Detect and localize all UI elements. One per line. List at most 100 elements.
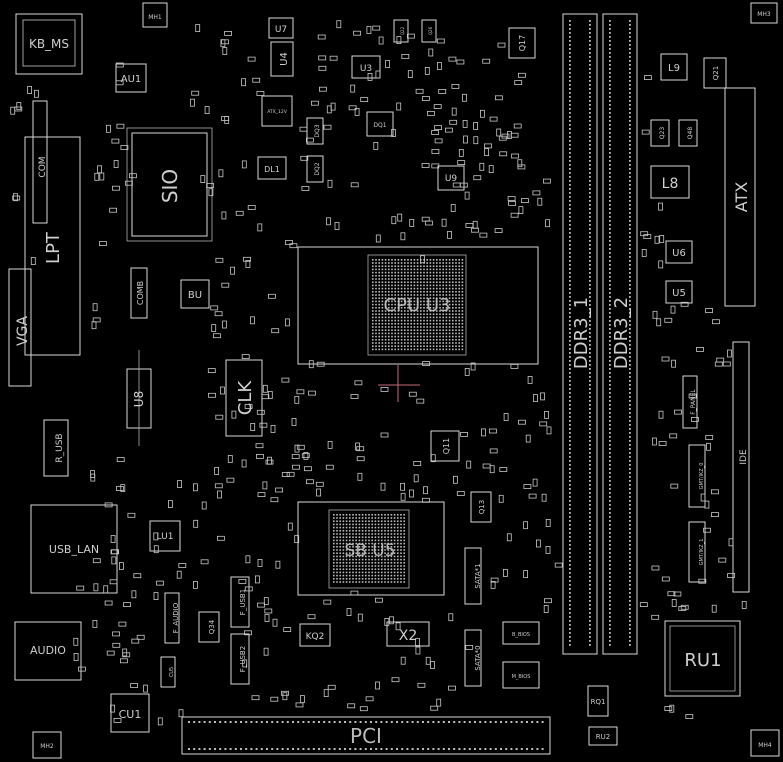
m-bios-chip[interactable]: M_BIOS [502, 661, 540, 689]
dq2-component[interactable]: DQ2 [306, 155, 324, 183]
svg-text:F_PANEL: F_PANEL [690, 389, 697, 415]
svg-text:SIO: SIO [158, 169, 182, 203]
svg-text:SATA*1: SATA*1 [474, 563, 482, 588]
svg-text:U6: U6 [672, 248, 686, 259]
sio-chip[interactable]: SIO [126, 127, 213, 242]
svg-text:CU1: CU1 [119, 708, 142, 721]
u8-chip[interactable]: U8 [126, 350, 152, 446]
au1-chip[interactable]: AU1 [115, 63, 147, 93]
q48-component[interactable]: Q48 [678, 119, 698, 147]
clk-chip[interactable]: CLK [225, 359, 263, 437]
ide-connector[interactable]: IDE [732, 341, 750, 593]
usb-lan-connector[interactable]: USB_LAN [30, 504, 118, 594]
u6-chip[interactable]: U6 [665, 240, 693, 264]
atx-12v-connector[interactable]: ATX_12V [261, 95, 293, 127]
dq3-component[interactable]: DQ3 [306, 117, 324, 145]
svg-text:L8: L8 [662, 176, 679, 192]
svg-text:Q17: Q17 [518, 35, 527, 51]
u5-chip[interactable]: U5 [665, 280, 693, 304]
svg-text:X2: X2 [399, 628, 418, 644]
vga-connector[interactable]: VGA [8, 268, 32, 387]
rq1-component[interactable]: RQ1 [587, 685, 609, 717]
sata0-connector[interactable]: SATA*0 [464, 629, 482, 687]
svg-text:RU1: RU1 [684, 650, 721, 671]
f-audio-header[interactable]: F_AUDIO [164, 592, 180, 644]
f-usb2-header[interactable]: F_USB2 [230, 633, 250, 685]
q26-component[interactable]: Q26 [421, 19, 437, 43]
q23-component[interactable]: Q23 [650, 119, 670, 147]
u3-chip[interactable]: U3 [351, 55, 381, 79]
bu-battery[interactable]: BU [180, 279, 210, 309]
svg-text:U9: U9 [445, 174, 458, 184]
l9-inductor[interactable]: L9 [660, 53, 688, 81]
q13-component[interactable]: Q13 [470, 491, 492, 523]
com-header[interactable]: COM [32, 100, 48, 224]
cu1-chip[interactable]: CU1 [110, 693, 150, 733]
svg-text:Q11: Q11 [442, 438, 451, 454]
f-panel-header[interactable]: F_PANEL [682, 375, 698, 429]
cu5-chip[interactable]: CU5 [160, 656, 176, 688]
ru1-chip[interactable]: RU1 [664, 620, 741, 697]
ddr3-1-slot[interactable]: DDR3_1 [562, 13, 598, 655]
svg-text:LU1: LU1 [157, 532, 174, 542]
u4-chip[interactable]: U4 [270, 41, 294, 77]
svg-text:Q48: Q48 [687, 127, 694, 140]
svg-text:DL1: DL1 [264, 165, 280, 174]
sb-ball-grid [333, 514, 405, 583]
svg-text:B_BIOS: B_BIOS [512, 632, 530, 638]
svg-text:Q21: Q21 [712, 66, 720, 80]
u7-chip[interactable]: U7 [268, 17, 294, 39]
u9-chip[interactable]: U9 [437, 165, 465, 191]
lu1-chip[interactable]: LU1 [149, 520, 181, 552]
svg-text:LPT: LPT [43, 231, 64, 264]
r-usb-header[interactable]: R_USB [43, 419, 69, 477]
svg-text:SB U5: SB U5 [344, 541, 395, 561]
svg-text:ATX_12V: ATX_12V [267, 109, 288, 115]
mh4-mounting-hole: MH4 [750, 729, 780, 757]
ru2-chip[interactable]: RU2 [588, 726, 618, 746]
cpu-package[interactable]: CPU U3 [297, 246, 539, 365]
lpt-header[interactable]: LPT [24, 136, 81, 356]
gmt-ikz-0-header[interactable]: GMT/IKZ_0 [688, 444, 706, 508]
svg-text:F_AUDIO: F_AUDIO [172, 602, 180, 633]
kb-ms-connector[interactable]: KB_MS [15, 13, 83, 75]
svg-text:DQ1: DQ1 [373, 122, 386, 129]
svg-text:Q34: Q34 [208, 619, 216, 634]
q34-component[interactable]: Q34 [198, 611, 220, 643]
svg-text:MH2: MH2 [40, 743, 54, 750]
atx-power-connector[interactable]: ATX [724, 87, 756, 307]
svg-text:RQ1: RQ1 [591, 698, 606, 706]
southbridge-package[interactable]: SB U5 [297, 501, 445, 596]
comb-header[interactable]: COMB [130, 267, 148, 319]
svg-text:VGA: VGA [15, 316, 31, 346]
svg-text:CPU U3: CPU U3 [384, 295, 451, 316]
svg-text:USB_LAN: USB_LAN [49, 543, 99, 556]
svg-text:COM: COM [38, 156, 48, 177]
svg-text:U7: U7 [275, 25, 287, 35]
svg-text:R_USB: R_USB [55, 433, 65, 462]
svg-text:U8: U8 [132, 391, 146, 407]
svg-text:DDR3_2: DDR3_2 [611, 297, 632, 369]
dl1-component[interactable]: DL1 [257, 156, 287, 180]
q21-component[interactable]: Q21 [703, 57, 727, 89]
sata1-connector[interactable]: SATA*1 [464, 547, 482, 605]
svg-text:Q22: Q22 [400, 26, 405, 35]
f-usb1-header[interactable]: F_USB1 [230, 576, 250, 628]
x2-crystal[interactable]: X2 [386, 621, 430, 647]
q11-component[interactable]: Q11 [430, 430, 460, 462]
kq2-component[interactable]: KQ2 [299, 623, 331, 647]
svg-text:DQ2: DQ2 [314, 162, 321, 175]
svg-text:SATA*0: SATA*0 [474, 645, 482, 670]
b-bios-chip[interactable]: B_BIOS [502, 621, 540, 645]
q17-component[interactable]: Q17 [508, 27, 536, 59]
pci-slot[interactable]: PCI [181, 716, 551, 755]
dq1-component[interactable]: DQ1 [366, 111, 394, 137]
svg-text:GMT/IKZ_0: GMT/IKZ_0 [699, 463, 705, 490]
gmt-ikz-1-header[interactable]: GMT/IKZ_1 [688, 521, 706, 583]
ddr3-2-slot[interactable]: DDR3_2 [602, 13, 638, 655]
svg-text:F_USB1: F_USB1 [239, 589, 247, 615]
l8-inductor[interactable]: L8 [650, 165, 690, 199]
kb-ms-label: KB_MS [29, 37, 69, 51]
audio-connector[interactable]: AUDIO [14, 621, 82, 681]
